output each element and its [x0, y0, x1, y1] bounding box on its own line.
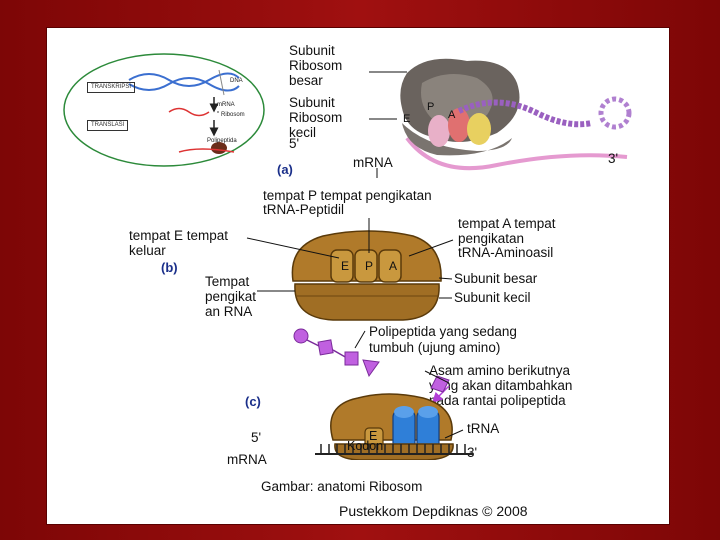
- leader-lines-c: [47, 28, 669, 488]
- figure-panel: TRANSKRIPSI DNA mRNA Ribosom TRANSLASI P…: [46, 27, 670, 525]
- copyright-credit: Pustekkom Depdiknas © 2008: [339, 504, 528, 518]
- figure-caption: Gambar: anatomi Ribosom: [261, 480, 422, 494]
